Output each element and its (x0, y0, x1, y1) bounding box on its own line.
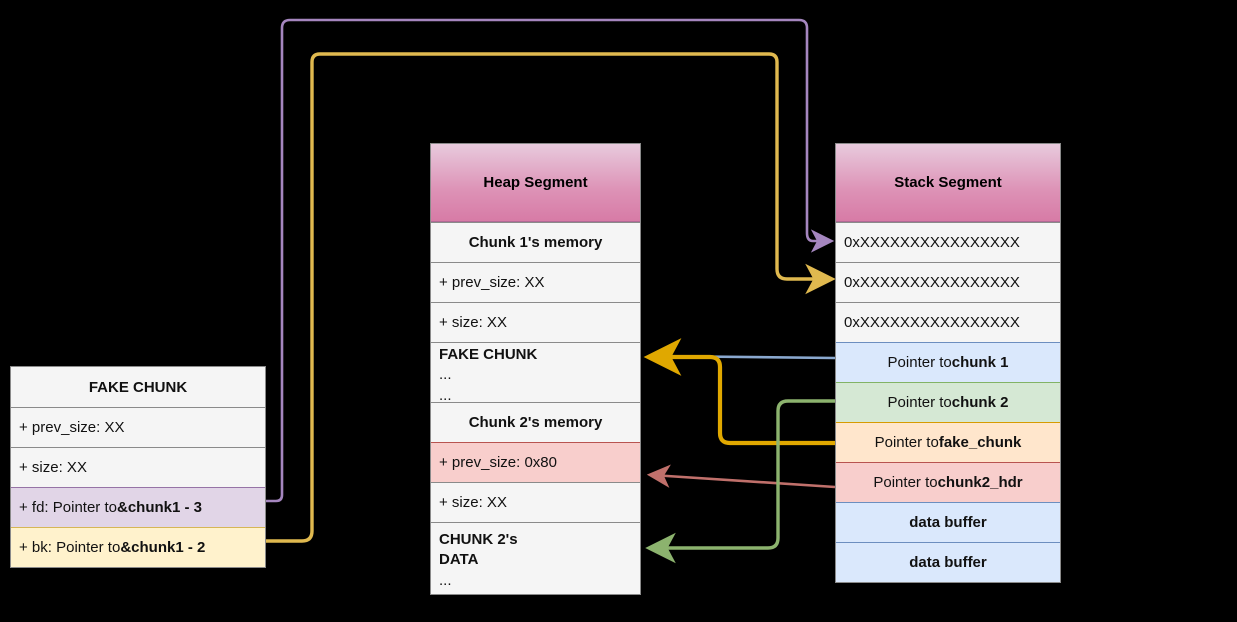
stack-pointer-chunk2-prefix: Pointer to (887, 394, 952, 411)
heap-row-chunk2-prev-size: + prev_size: 0x80 (431, 442, 640, 482)
connector-chunk2-pointer-to-chunk2-data (645, 399, 835, 564)
heap-chunk2-data-line2: DATA (439, 551, 479, 569)
heap-segment-box: Heap Segment Chunk 1's memory + prev_siz… (430, 143, 641, 595)
stack-row-pointer-chunk2-hdr: Pointer to chunk2_hdr (836, 462, 1060, 502)
stack-pointer-chunk2hdr-target: chunk2_hdr (937, 474, 1023, 491)
fake-chunk-row-prev-size: + prev_size: XX (11, 407, 265, 447)
stack-row-data-buffer-1: data buffer (836, 502, 1060, 542)
stack-segment-title: Stack Segment (836, 144, 1060, 222)
heap-row-chunk2-data: CHUNK 2's DATA ... (431, 522, 640, 594)
stack-pointer-chunk2hdr-prefix: Pointer to (873, 474, 938, 491)
heap-fake-chunk-ellipsis-1: ... (439, 366, 452, 384)
heap-row-fake-chunk: FAKE CHUNK ... ... (431, 342, 640, 404)
stack-pointer-chunk1-prefix: Pointer to (887, 354, 952, 371)
stack-row-address-2: 0xXXXXXXXXXXXXXXXX (836, 262, 1060, 302)
heap-chunk2-data-ellipsis: ... (439, 571, 452, 589)
stack-row-address-3: 0xXXXXXXXXXXXXXXXX (836, 302, 1060, 342)
stack-row-pointer-chunk-1: Pointer to chunk 1 (836, 342, 1060, 382)
heap-fake-chunk-ellipsis-2: ... (439, 386, 452, 404)
stack-pointer-chunk1-target: chunk 1 (951, 354, 1009, 371)
fake-chunk-box: FAKE CHUNK + prev_size: XX + size: XX + … (10, 366, 266, 568)
heap-chunk2-data-line1: CHUNK 2's (439, 531, 518, 549)
heap-row-chunk2-size: + size: XX (431, 482, 640, 522)
heap-fake-chunk-label: FAKE CHUNK (439, 346, 538, 364)
fake-chunk-fd-target: &chunk1 - 3 (116, 499, 203, 516)
connector-chunk2hdr-pointer-to-prev-size (646, 464, 836, 489)
fake-chunk-title: FAKE CHUNK (11, 367, 265, 407)
stack-row-pointer-fake-chunk: Pointer to fake_chunk (836, 422, 1060, 462)
heap-segment-title: Heap Segment (431, 144, 640, 222)
heap-row-chunk1-size: + size: XX (431, 302, 640, 342)
stack-pointer-chunk2-target: chunk 2 (951, 394, 1009, 411)
fake-chunk-fd-prefix: + fd: Pointer to (19, 499, 117, 516)
connector-chunk1-pointer-to-fake-chunk (646, 344, 836, 368)
fake-chunk-row-fd: + fd: Pointer to &chunk1 - 3 (11, 487, 265, 527)
fake-chunk-row-size: + size: XX (11, 447, 265, 487)
stack-row-address-1: 0xXXXXXXXXXXXXXXXX (836, 222, 1060, 262)
fake-chunk-bk-prefix: + bk: Pointer to (19, 539, 121, 556)
fake-chunk-row-bk: + bk: Pointer to &chunk1 - 2 (11, 527, 265, 567)
stack-pointer-fake-chunk-target: fake_chunk (938, 434, 1022, 451)
heap-row-chunk1-memory: Chunk 1's memory (431, 222, 640, 262)
stack-row-data-buffer-2: data buffer (836, 542, 1060, 582)
fake-chunk-bk-target: &chunk1 - 2 (120, 539, 206, 556)
stack-segment-box: Stack Segment 0xXXXXXXXXXXXXXXXX 0xXXXXX… (835, 143, 1061, 583)
heap-row-chunk2-memory: Chunk 2's memory (431, 402, 640, 442)
connector-fake-chunk-pointer-to-fake-chunk (643, 338, 835, 446)
heap-row-chunk1-prev-size: + prev_size: XX (431, 262, 640, 302)
stack-row-pointer-chunk-2: Pointer to chunk 2 (836, 382, 1060, 422)
stack-pointer-fake-chunk-prefix: Pointer to (874, 434, 939, 451)
